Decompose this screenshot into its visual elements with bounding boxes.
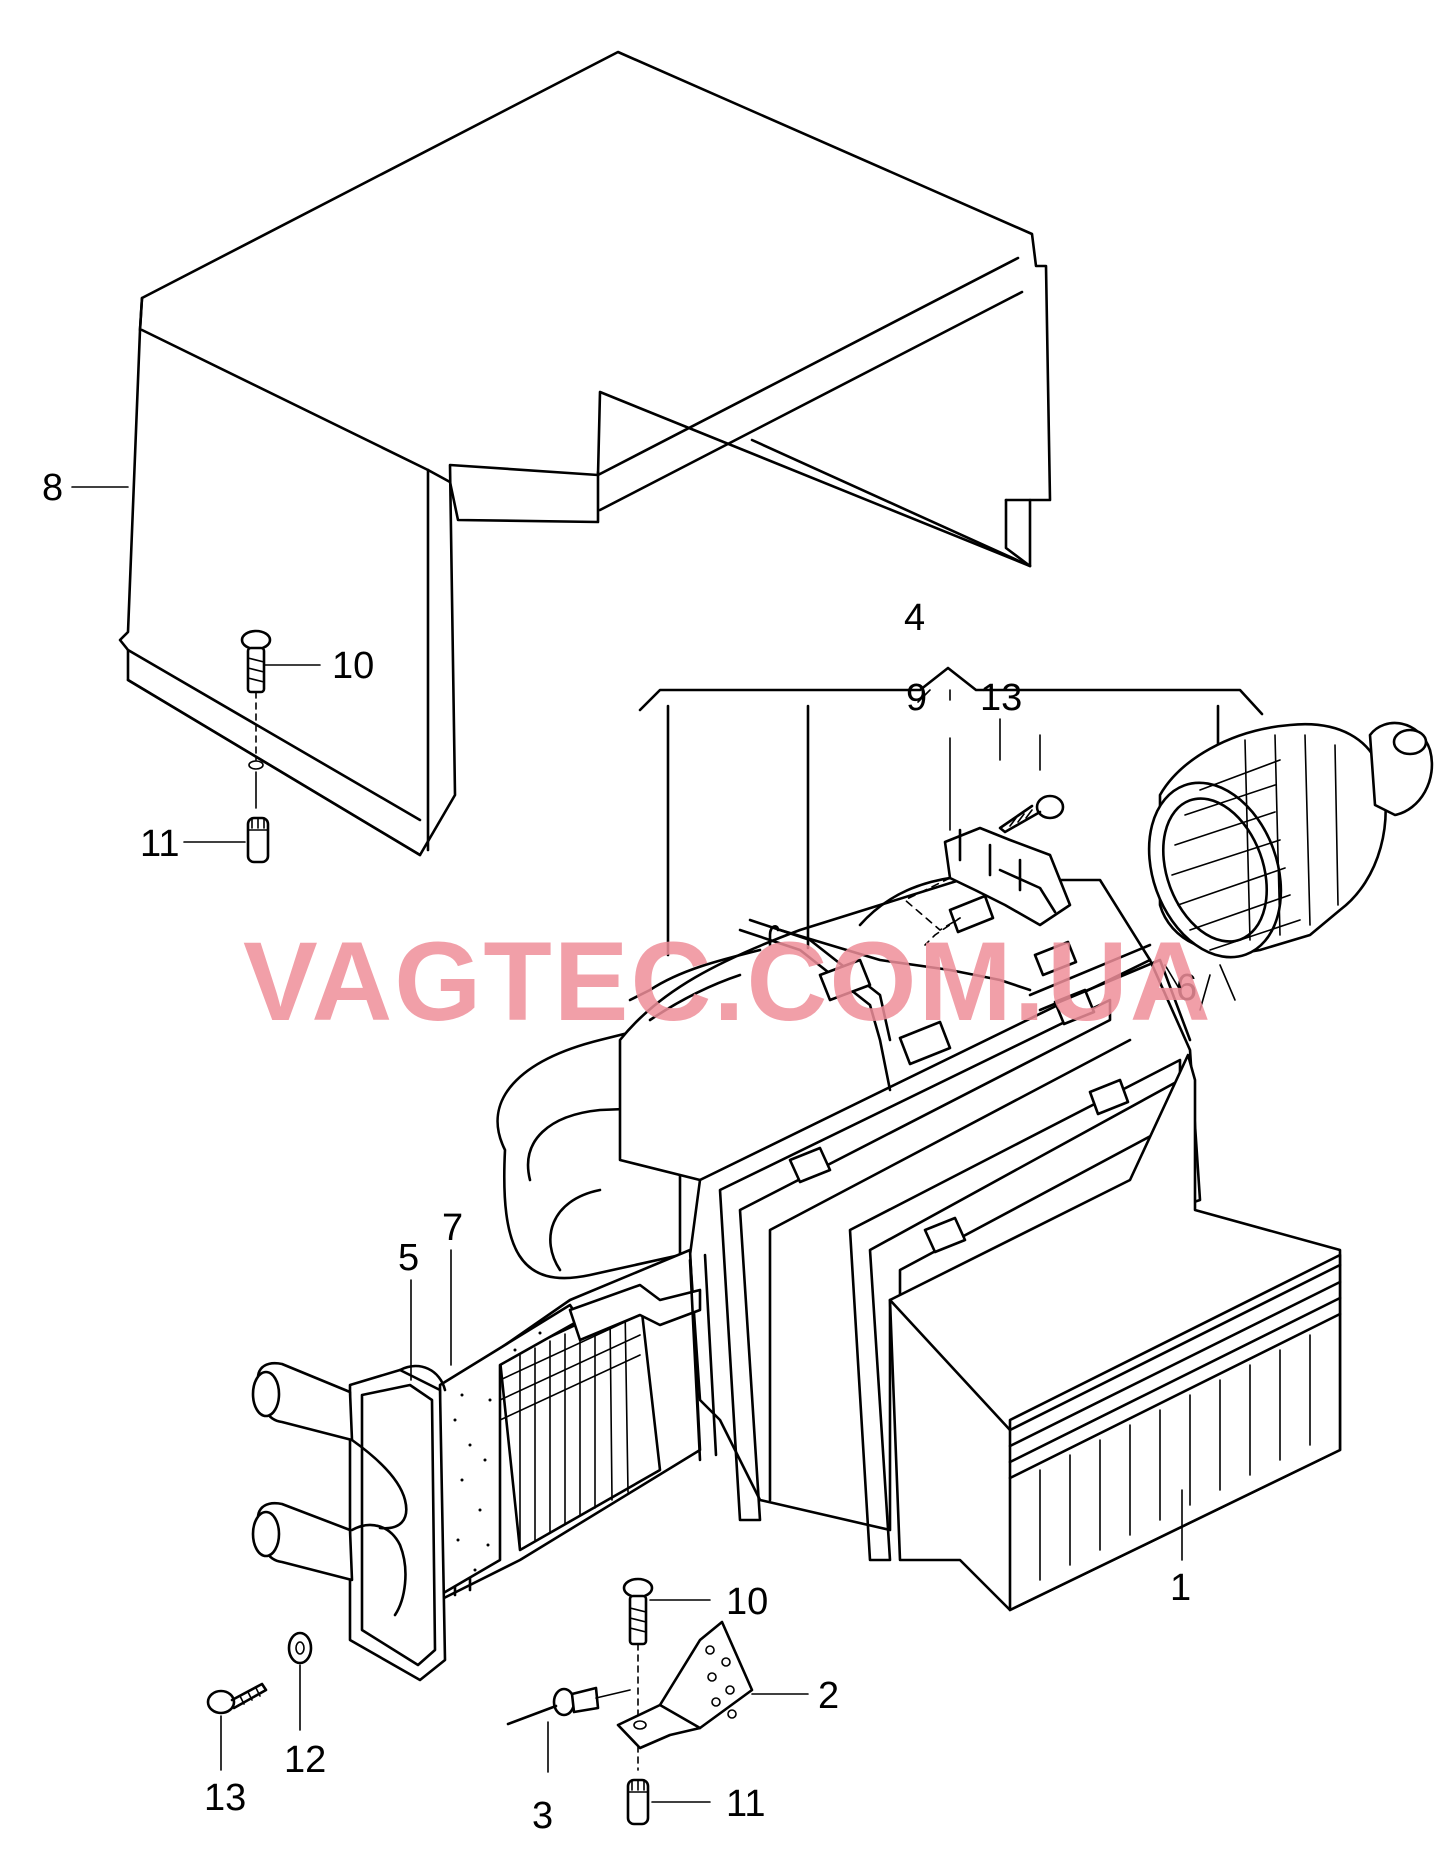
- watermark: VAGTEC.COM.UA: [243, 919, 1213, 1044]
- label-13-lower: 13: [204, 1777, 246, 1819]
- screw-13-upper: [998, 734, 1065, 834]
- part-labels: 8 10 11 4 9 13 6 5 7 1 10 2 12 13 3 11: [42, 467, 1197, 1837]
- washer-part-12: [287, 1631, 313, 1731]
- label-8: 8: [42, 467, 63, 509]
- label-12: 12: [284, 1739, 326, 1781]
- label-3: 3: [532, 1795, 553, 1837]
- screw-10-lower: [622, 1577, 654, 1719]
- label-9: 9: [906, 677, 927, 719]
- cable-part-6: [628, 894, 1192, 1092]
- heater-housing-part-1: [496, 875, 1342, 1612]
- label-10-lower: 10: [726, 1581, 768, 1623]
- heat-exchanger-part-5: [251, 1248, 718, 1682]
- label-13-upper: 13: [980, 677, 1022, 719]
- bracket-part-2: [616, 1620, 754, 1750]
- rivet-part-3: [506, 1686, 631, 1773]
- label-7: 7: [442, 1207, 463, 1249]
- label-5: 5: [398, 1237, 419, 1279]
- bracket-part-4: [638, 666, 1264, 1011]
- label-4: 4: [904, 597, 925, 639]
- leader-lines: [71, 486, 1183, 1803]
- label-11-lower: 11: [726, 1783, 765, 1825]
- screw-13-lower: [206, 1682, 268, 1771]
- resistor-part-9: [903, 737, 1072, 946]
- label-10-upper: 10: [332, 645, 374, 687]
- label-6: 6: [1176, 967, 1197, 1009]
- cover-part-8: [118, 50, 1052, 857]
- blower-fan-part-4: [1147, 721, 1434, 959]
- label-2: 2: [818, 1675, 839, 1717]
- nut-11-lower: [626, 1745, 650, 1826]
- label-11-upper: 11: [140, 823, 179, 865]
- nut-11-upper: [246, 816, 270, 864]
- screw-10-upper: [240, 629, 272, 809]
- label-1: 1: [1170, 1567, 1191, 1609]
